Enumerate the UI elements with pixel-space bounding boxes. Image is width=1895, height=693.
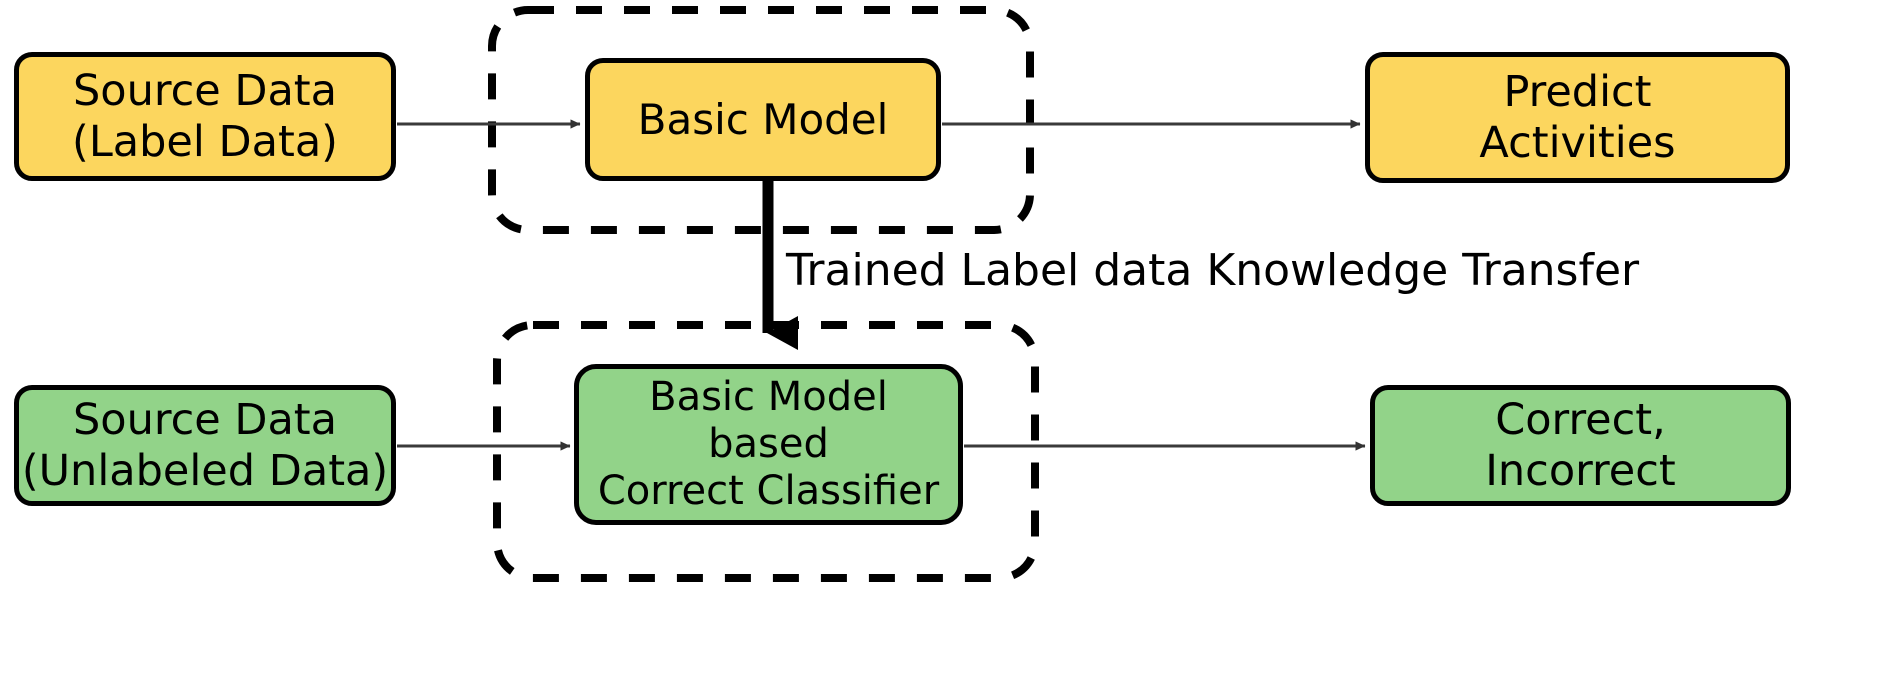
top-dashed-group — [488, 6, 1034, 234]
node-line: Source Data — [72, 394, 338, 445]
knowledge-transfer-label: Trained Label data Knowledge Transfer — [786, 245, 1640, 296]
node-line: Source Data — [72, 65, 338, 116]
node-line: Activities — [1479, 117, 1676, 168]
node-line: Incorrect — [1485, 445, 1676, 496]
node-line: Predict — [1503, 66, 1652, 117]
node-line: Correct, — [1495, 394, 1666, 445]
node-line: (Unlabeled Data) — [21, 445, 389, 496]
node-line: Basic Model — [649, 373, 888, 420]
node-line: based — [708, 420, 829, 467]
node-predict-activities[interactable]: Predict Activities — [1365, 52, 1790, 183]
node-correct-incorrect[interactable]: Correct, Incorrect — [1370, 385, 1791, 506]
node-line: Basic Model — [637, 94, 889, 144]
node-basic-model[interactable]: Basic Model — [585, 58, 941, 181]
node-line: Correct Classifier — [597, 468, 940, 515]
node-source-data-unlabeled[interactable]: Source Data (Unlabeled Data) — [14, 385, 396, 506]
node-line: (Label Data) — [72, 116, 338, 167]
node-basic-model-based-correct-classifier[interactable]: Basic Model based Correct Classifier — [574, 364, 963, 525]
node-source-data-label[interactable]: Source Data (Label Data) — [14, 52, 396, 181]
